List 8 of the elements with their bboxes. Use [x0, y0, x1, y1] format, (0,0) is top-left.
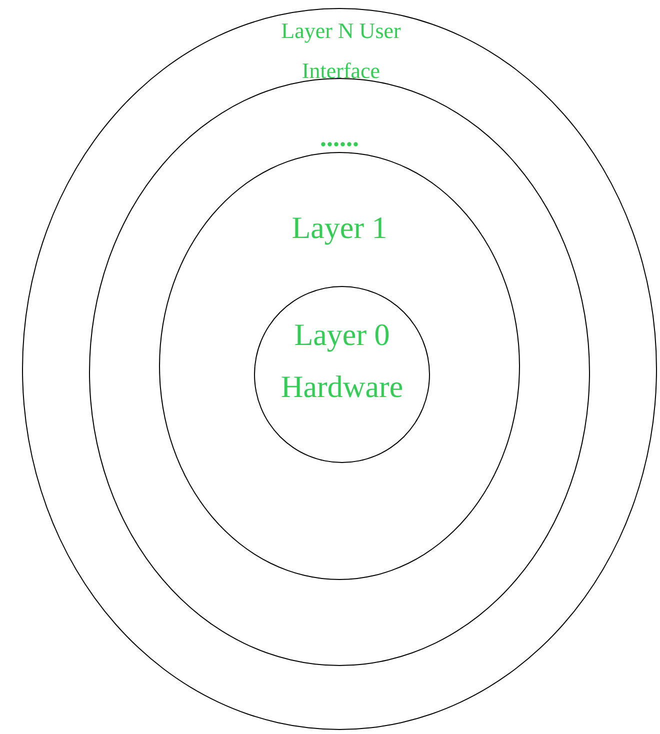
ellipse-layer [254, 286, 430, 463]
ellipse-layer [89, 78, 590, 666]
layer-label: ...... [319, 123, 360, 153]
layer-label: Layer 1 [290, 209, 388, 247]
layer-label: Layer N User Interface [280, 17, 402, 85]
ellipse-layer [22, 8, 657, 730]
ellipse-layer [159, 152, 520, 580]
layer-label: Layer 0 Hardware [280, 316, 404, 406]
